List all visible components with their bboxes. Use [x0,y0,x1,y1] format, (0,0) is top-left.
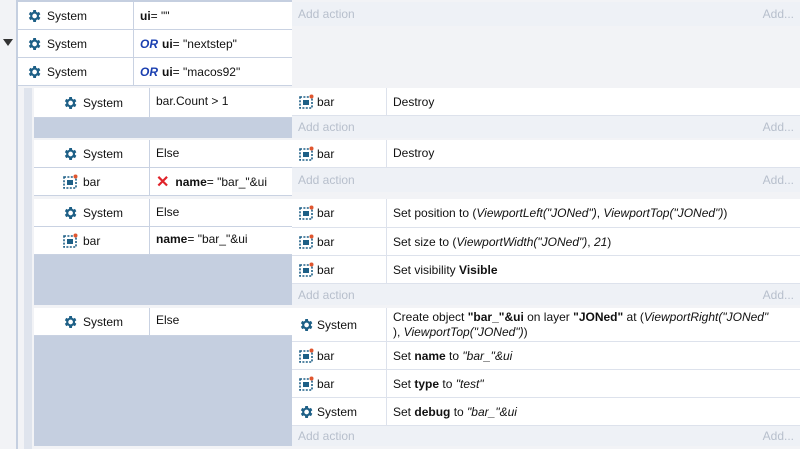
sprite-bar-icon [62,174,78,190]
action-row[interactable]: System Create object "bar_"&ui on layer … [292,308,800,342]
action-row[interactable]: bar Set type to "test" [292,370,800,398]
system-gear-icon [298,317,314,333]
add-action-row[interactable]: Add action Add... [292,2,800,26]
condition-object: bar [34,168,150,195]
action-object: System [292,308,387,341]
condition-text[interactable]: name = "bar_"&ui [156,232,248,246]
action-text[interactable]: Destroy [393,146,435,160]
condition-row[interactable]: System bar.Count > 1 [34,88,292,118]
add-action-link[interactable]: Add action [298,173,355,187]
condition-object: System [34,199,150,226]
system-gear-icon [62,146,78,162]
action-text[interactable]: Create object "bar_"&ui on layer "JONed"… [387,308,768,341]
action-text[interactable]: Set position to (ViewportLeft("JONed"), … [393,206,728,220]
action-object: bar [292,228,387,255]
collapse-toggle-icon[interactable] [2,36,14,48]
add-action-link[interactable]: Add action [298,429,355,443]
system-gear-icon [26,64,42,80]
add-action-row[interactable]: Add action Add... [292,116,800,138]
condition-object: System [18,58,134,85]
condition-object: System [34,140,150,167]
action-text[interactable]: Set debug to "bar_"&ui [393,404,517,419]
action-row[interactable]: bar Set name to "bar_"&ui [292,342,800,370]
action-object: bar [292,256,387,283]
condition-object: System [18,30,134,57]
condition-text[interactable]: Else [156,146,180,160]
action-row[interactable]: bar Set size to (ViewportWidth("JONed"),… [292,228,800,256]
add-action-row[interactable]: Add action Add... [292,426,800,446]
sprite-bar-icon [298,348,314,364]
condition-text[interactable]: Else [156,205,180,219]
add-action-row[interactable]: Add action Add... [292,168,800,192]
action-object: System [292,398,387,425]
action-row[interactable]: bar Destroy [292,88,800,116]
action-row[interactable]: System Set debug to "bar_"&ui [292,398,800,426]
action-object: bar [292,370,387,397]
action-object: bar [292,342,387,369]
add-action-link[interactable]: Add action [298,120,355,134]
add-more-link[interactable]: Add... [762,7,794,21]
event-3[interactable]: System Else bar ✕name = "bar_"&ui [34,140,292,196]
condition-object: System [18,2,134,29]
sprite-bar-icon [298,94,314,110]
add-action-link[interactable]: Add action [298,287,355,302]
condition-object: System [34,88,150,117]
add-more-link[interactable]: Add... [762,429,794,443]
condition-object: bar [34,227,150,254]
add-more-link[interactable]: Add... [762,173,794,187]
sprite-bar-icon [298,205,314,221]
event-2[interactable]: System bar.Count > 1 [34,88,292,138]
action-row[interactable]: bar Set position to (ViewportLeft("JONed… [292,199,800,228]
condition-row[interactable]: bar ✕name = "bar_"&ui [34,168,292,196]
condition-text[interactable]: ✕name = "bar_"&ui [156,173,267,191]
condition-text[interactable]: ui = "" [140,8,170,23]
action-text[interactable]: Set type to "test" [393,376,484,391]
condition-text[interactable]: Else [156,313,180,327]
inverted-condition-icon: ✕ [156,173,170,191]
action-text[interactable]: Set name to "bar_"&ui [393,348,513,363]
system-gear-icon [26,36,42,52]
condition-row[interactable]: System Else [34,140,292,168]
add-more-link[interactable]: Add... [762,287,794,302]
event-group-line [16,0,18,449]
action-text[interactable]: Set size to (ViewportWidth("JONed"), 21) [393,234,612,249]
condition-row[interactable]: System Else [34,308,292,336]
event-group-line [24,88,32,449]
sprite-bar-icon [62,233,78,249]
action-row[interactable]: bar Destroy [292,140,800,168]
system-gear-icon [62,314,78,330]
add-more-link[interactable]: Add... [762,120,794,134]
action-text-line: Create object "bar_"&ui on layer "JONed"… [393,309,769,324]
event-5[interactable]: System Else [34,308,292,446]
action-object: bar [292,199,387,227]
condition-row[interactable]: bar name = "bar_"&ui [34,227,292,255]
add-action-row[interactable]: Add action Add... [292,284,800,305]
action-text-line: ), ViewportTop("JONed")) [393,324,528,339]
action-row[interactable]: bar Set visibility Visible [292,256,800,284]
system-gear-icon [26,8,42,24]
action-object: bar [292,88,387,115]
system-gear-icon [62,95,78,111]
action-object: bar [292,140,387,167]
condition-row[interactable]: System Else [34,199,292,227]
sprite-bar-icon [298,262,314,278]
sprite-bar-icon [298,234,314,250]
condition-object: System [34,308,150,335]
sprite-bar-icon [298,376,314,392]
system-gear-icon [298,404,314,420]
action-text[interactable]: Set visibility Visible [393,262,498,277]
condition-row[interactable]: System ui = "" [18,2,292,30]
system-gear-icon [62,205,78,221]
action-text[interactable]: Destroy [393,94,435,109]
add-action-link[interactable]: Add action [298,7,355,21]
condition-text[interactable]: bar.Count > 1 [156,94,229,108]
event-4[interactable]: System Else bar name = "bar_"&ui [34,199,292,305]
sprite-bar-icon [298,146,314,162]
